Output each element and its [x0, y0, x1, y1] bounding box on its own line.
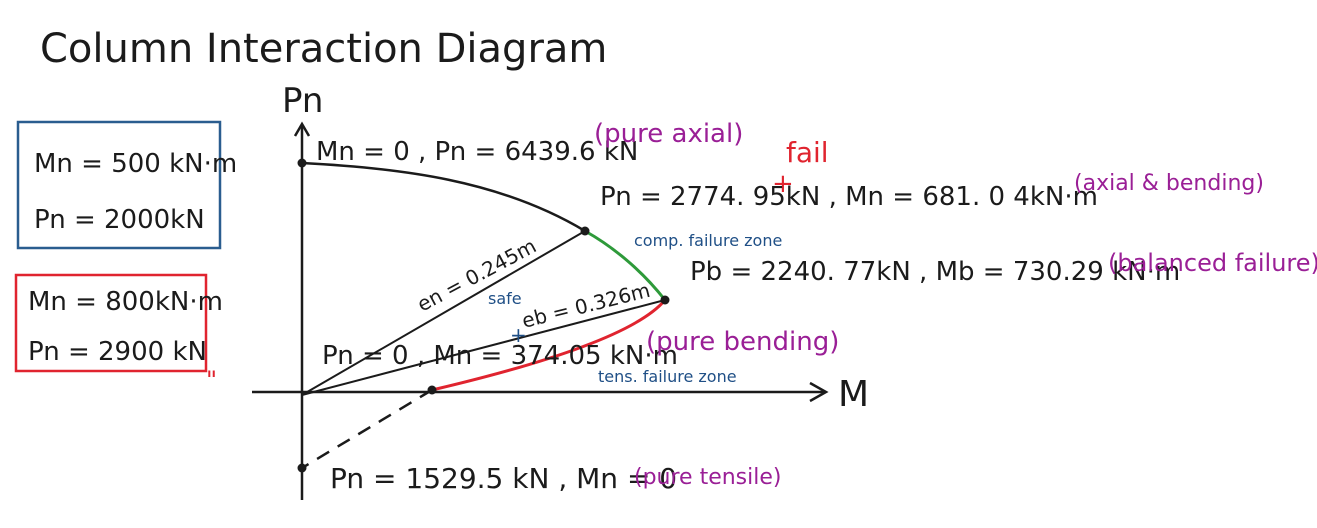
balanced-point: [660, 295, 670, 305]
x-axis-arrow: [809, 381, 829, 403]
blue-box-pn: Pn = 2000kN: [34, 205, 205, 235]
balanced-label: Pb = 2240. 77kN , Mb = 730.29 kN·m: [690, 257, 1180, 287]
x-axis-label: M: [838, 374, 869, 415]
blue-box: [16, 120, 222, 250]
red-box: [14, 273, 208, 373]
red-box-tick: ": [206, 366, 217, 394]
pure-bending-point: [427, 385, 437, 395]
tens-failure-zone-label: tens. failure zone: [598, 367, 737, 386]
axial-bending-point: [580, 226, 590, 236]
en-line: [301, 230, 586, 396]
safe-mark: +: [510, 323, 527, 347]
axial-bending-label: Pn = 2774. 95kN , Mn = 681. 0 4kN·m: [600, 182, 1098, 212]
y-axis-arrow: [293, 121, 311, 137]
axial-bending-tag: (axial & bending): [1074, 171, 1264, 196]
pure-axial-point: [297, 158, 307, 168]
tensile-dashed-line: [301, 388, 433, 470]
pure-bending-label: Pn = 0 , Mn = 374.05 kN·m: [322, 341, 678, 371]
balanced-tag: (balanced failure): [1108, 249, 1317, 277]
comp-failure-zone-label: comp. failure zone: [634, 231, 782, 250]
fail-label: fail: [786, 136, 829, 169]
diagram-title: Column Interaction Diagram: [40, 26, 607, 72]
compression-failure-curve: [584, 229, 667, 301]
pure-tensile-label: Pn = 1529.5 kN , Mn = 0: [330, 462, 677, 495]
blue-box-mn: Mn = 500 kN·m: [34, 149, 237, 179]
pure-axial-label: Mn = 0 , Pn = 6439.6 kN: [316, 137, 638, 167]
pure-tensile-tag: (pure tensile): [634, 465, 782, 490]
tension-failure-curve: [431, 299, 667, 392]
fail-mark: +: [772, 169, 794, 199]
red-box-mn: Mn = 800kN·m: [28, 287, 223, 317]
pure-axial-tag: (pure axial): [594, 119, 743, 149]
compression-curve-black: [301, 161, 586, 233]
safe-label: safe: [488, 289, 522, 308]
eb-line: [301, 299, 666, 396]
pure-bending-tag: (pure bending): [646, 327, 839, 357]
pure-tensile-point: [297, 463, 307, 473]
red-box-pn: Pn = 2900 kN: [28, 337, 207, 367]
y-axis-label: Pn: [282, 81, 323, 121]
